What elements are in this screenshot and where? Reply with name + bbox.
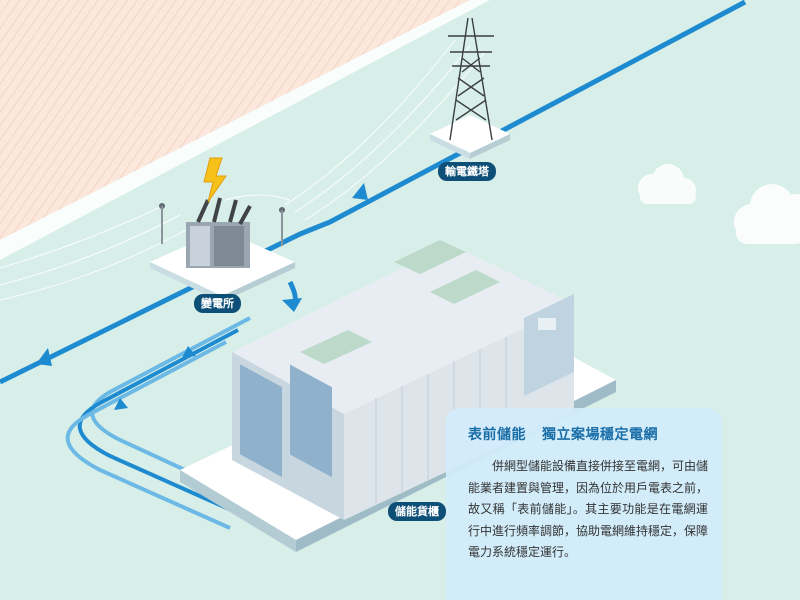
storage-label: 儲能貨櫃 bbox=[388, 502, 446, 521]
info-body: 併網型儲能設備直接併接至電網，可由儲能業者建置與管理，因為位於用戶電表之前，故又… bbox=[468, 459, 709, 559]
transformer-icon bbox=[159, 197, 285, 268]
transmission-tower bbox=[430, 17, 510, 159]
shore-line bbox=[0, 0, 490, 260]
substation bbox=[150, 157, 295, 302]
info-panel: 表前儲能獨立案場穩定電網 併網型儲能設備直接併接至電網，可由儲能業者建置與管理，… bbox=[446, 408, 722, 600]
power-tower-icon bbox=[448, 17, 494, 141]
cloud-icon bbox=[734, 184, 800, 244]
info-title-part1: 表前儲能 bbox=[468, 427, 526, 443]
lightning-bolt-icon bbox=[203, 157, 227, 203]
storage-flow-loop bbox=[65, 280, 302, 530]
info-title: 表前儲能獨立案場穩定電網 bbox=[468, 424, 708, 444]
flow-arrow-icon bbox=[36, 348, 52, 366]
flow-arrow-icon bbox=[352, 183, 368, 200]
flow-arrow-icon bbox=[114, 398, 128, 410]
tower-label: 輸電鐵塔 bbox=[438, 162, 496, 181]
flow-arrow-icon bbox=[282, 298, 302, 312]
flow-arrow-icon bbox=[182, 346, 196, 358]
cloud-icon bbox=[638, 164, 696, 204]
grid-flow-line bbox=[0, 0, 747, 385]
power-lines bbox=[0, 39, 486, 301]
info-title-part2: 獨立案場穩定電網 bbox=[542, 427, 658, 443]
substation-label: 變電所 bbox=[194, 294, 241, 313]
